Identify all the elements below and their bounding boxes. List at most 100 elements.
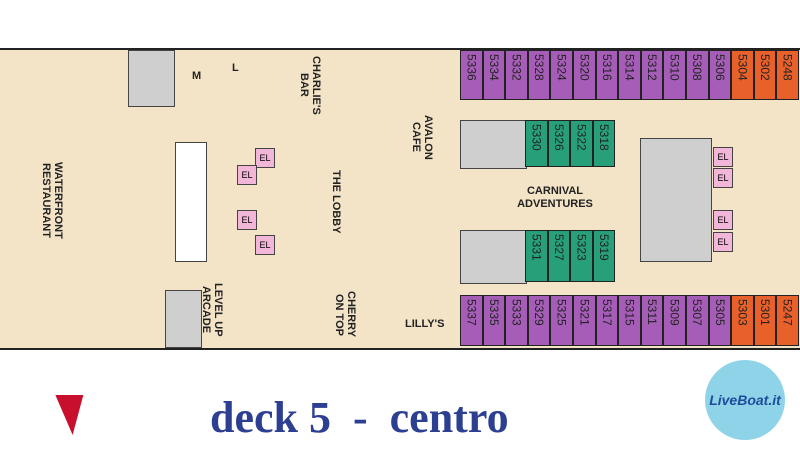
cabin-number: 5328 [532,54,547,81]
cabin-number: 5325 [554,299,569,326]
cabin[interactable]: 5330 [525,120,548,167]
elevator: EL [713,168,733,188]
cabin[interactable]: 5247 [776,295,799,346]
block-bottom [460,230,527,284]
liveboat-logo: LiveBoat.it [705,360,785,440]
deck-map: 5336 5334 5332 5328 5324 5320 5316 5314 5312 5310… [0,48,800,350]
cabin-number: 5331 [529,234,544,261]
cabin[interactable]: 5323 [570,230,593,282]
elevator-label: EL [717,152,729,162]
cabin-number: 5302 [758,54,773,81]
cabin[interactable]: 5325 [550,295,573,346]
elevator-label: EL [241,170,253,180]
cabin-number: 5324 [554,54,569,81]
cabin[interactable]: 5322 [570,120,593,167]
cabin[interactable]: 5333 [505,295,528,346]
elevator: EL [255,235,275,255]
cabin-number: 5323 [574,234,589,261]
elevator: EL [713,147,733,167]
cabin[interactable]: 5306 [708,50,732,100]
elevator-label: EL [717,215,729,225]
cabin-number: 5314 [622,54,637,81]
carnival-adventures-label: CARNIVAL ADVENTURES [517,185,593,210]
cabin-number: 5309 [667,299,682,326]
avalon-cafe-label: AVALON CAFE [410,114,434,160]
cabin-number: 5310 [667,54,682,81]
buffet-counter [175,142,207,262]
cabin[interactable]: 5315 [618,295,641,346]
cabin-number: 5307 [690,299,705,326]
restroom-l: L [232,62,239,74]
cabin-number: 5316 [599,54,614,81]
cabin[interactable]: 5321 [572,295,596,346]
cabin[interactable]: 5319 [592,230,616,282]
cabin-number: 5308 [690,54,705,81]
liveboat-logo-text: LiveBoat.it [709,392,781,408]
cabin[interactable]: 5308 [685,50,709,100]
elevator: EL [713,232,733,252]
cabin[interactable]: 5327 [547,230,571,282]
cabin[interactable]: 5332 [505,50,528,100]
cabin[interactable]: 5310 [663,50,686,100]
cabin[interactable]: 5318 [592,120,616,167]
cabin-number: 5332 [509,54,524,81]
charlies-bar-label: CHARLIE'S BAR [298,55,322,115]
cabin-number: 5305 [712,299,727,326]
cabin[interactable]: 5328 [527,50,551,100]
cabin-number: 5247 [780,299,795,326]
cabin[interactable]: 5335 [482,295,506,346]
cabin-number: 5327 [551,234,566,261]
cabin[interactable]: 5337 [460,295,483,346]
cabin[interactable]: 5303 [731,295,754,346]
lillys-label: LILLY'S [405,318,445,330]
cabin-number: 5326 [551,124,566,151]
cabin[interactable]: 5302 [753,50,777,100]
cabin[interactable]: 5304 [731,50,754,100]
cabin[interactable]: 5336 [460,50,483,100]
cabin[interactable]: 5248 [776,50,799,100]
cabin-number: 5312 [645,54,660,81]
cabin-number: 5333 [509,299,524,326]
elevator-label: EL [241,215,253,225]
cabin-number: 5304 [735,54,750,81]
cabin-number: 5318 [597,124,612,151]
elevator: EL [255,148,275,168]
cabin-number: 5334 [486,54,501,81]
cabin[interactable]: 5309 [663,295,686,346]
cabin[interactable]: 5317 [595,295,619,346]
cabin[interactable]: 5307 [685,295,709,346]
elevator-label: EL [717,237,729,247]
cabin-number: 5301 [758,299,773,326]
cabin-number: 5336 [464,54,479,81]
cabin[interactable]: 5326 [547,120,571,167]
cabin[interactable]: 5312 [640,50,664,100]
cabin[interactable]: 5301 [753,295,777,346]
cabin[interactable]: 5316 [595,50,619,100]
cabin[interactable]: 5329 [527,295,551,346]
inner-cabins-top: 5330 5326 5322 5318 [525,120,616,167]
cabin-number: 5329 [532,299,547,326]
cabin[interactable]: 5311 [640,295,664,346]
cabin[interactable]: 5314 [618,50,641,100]
cabin[interactable]: 5305 [708,295,732,346]
cabin-number: 5335 [486,299,501,326]
cabin-number: 5320 [577,54,592,81]
cabin-number: 5330 [529,124,544,151]
cabin[interactable]: 5331 [525,230,548,282]
cabin-row-top: 5336 5334 5332 5328 5324 5320 5316 5314 5312 5310… [460,50,799,100]
cabin[interactable]: 5320 [572,50,596,100]
inner-cabins-bottom: 5331 5327 5323 5319 [525,230,616,282]
cabin[interactable]: 5324 [550,50,573,100]
cabin-number: 5337 [464,299,479,326]
elevator-label: EL [259,240,271,250]
cabin-number: 5311 [645,299,660,325]
cabin-number: 5306 [712,54,727,81]
waterfront-restaurant-label: WATERFRONT RESTAURANT [40,161,64,239]
cabin-number: 5319 [597,234,612,261]
cabin[interactable]: 5334 [482,50,506,100]
cabin-number: 5303 [735,299,750,326]
elevator: EL [237,165,257,185]
elevator-label: EL [717,173,729,183]
service-block [128,50,175,107]
